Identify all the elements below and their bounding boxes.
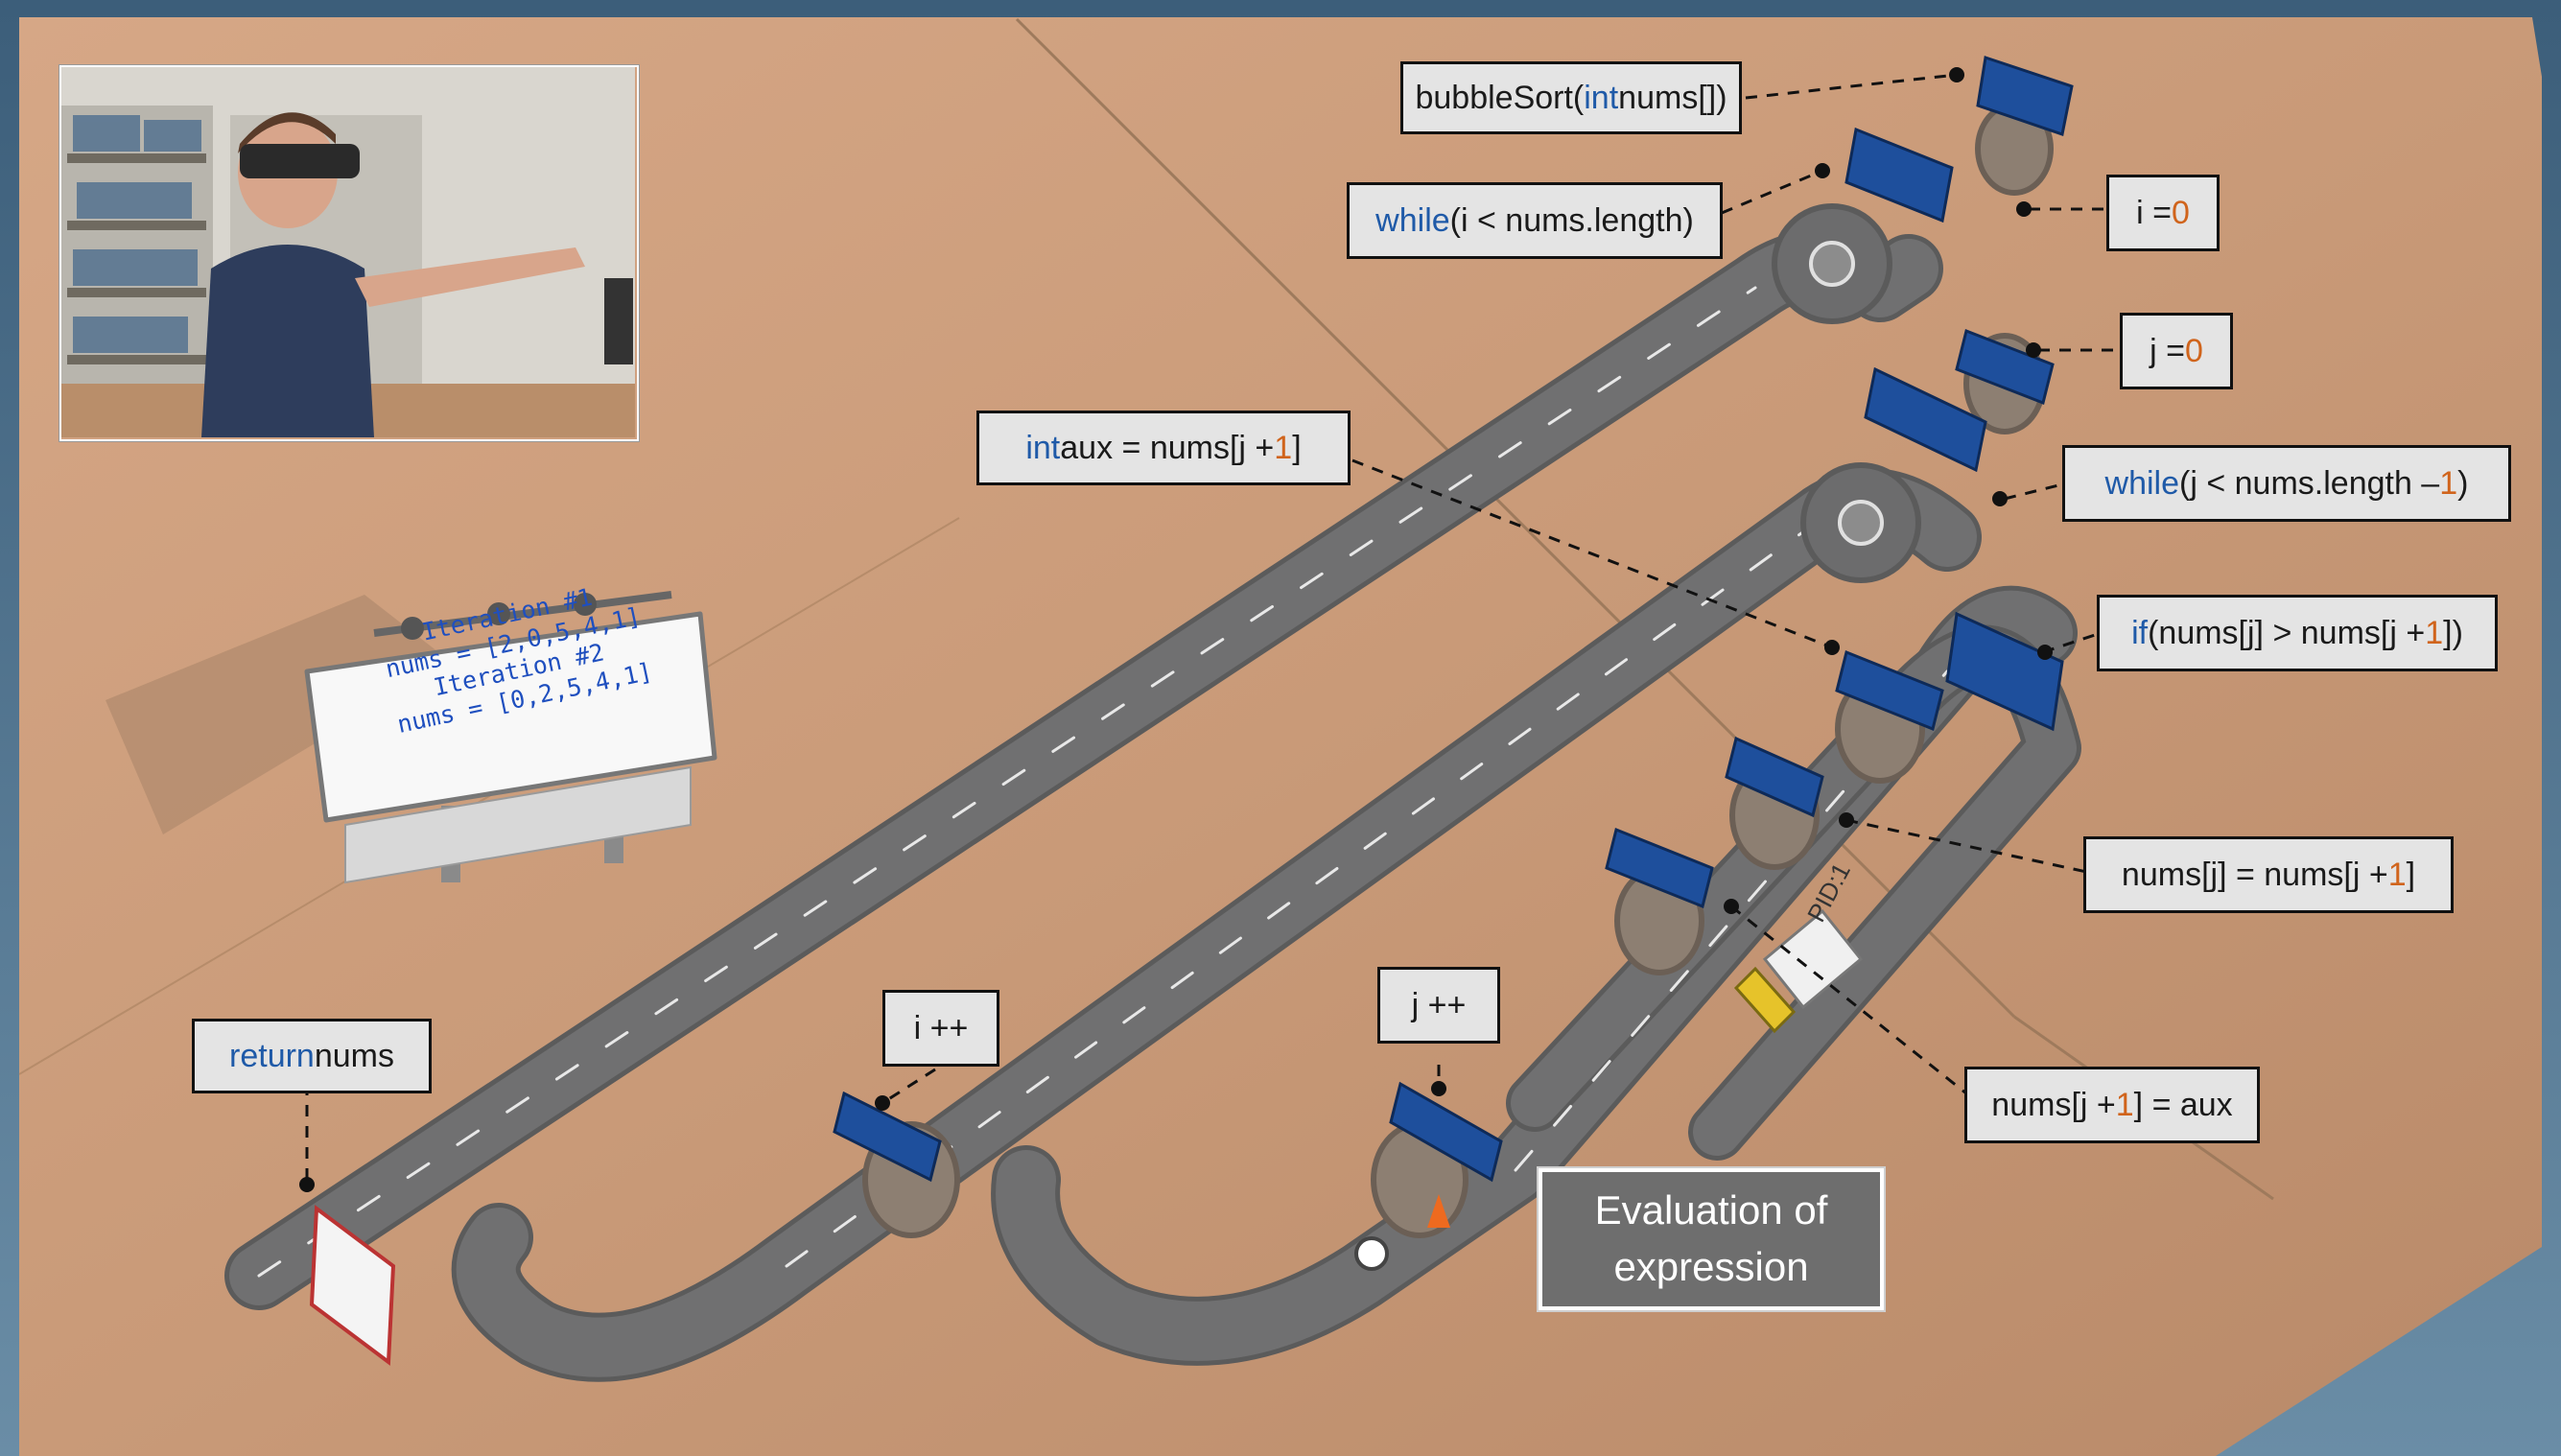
road-sign [1976,56,2074,136]
lane-marking [257,286,1757,1278]
road-sign [1835,649,1944,732]
road-sign [1864,366,1987,473]
assign-nums-j-label: nums[j] = nums[j + 1] [2083,836,2454,913]
exit-sign [309,1205,396,1366]
roundabouts [1772,203,1921,583]
billboard-panel [304,611,717,823]
road-sign [1955,328,2055,406]
cone [1354,1194,1450,1271]
table-seam [1015,17,2016,1019]
road-signs [833,56,2074,1183]
truck-icon [1733,908,1864,1034]
road-sign [833,1091,942,1183]
inset-photo-frame [59,65,639,441]
evaluation-of-expression-box: Evaluation of expression [1539,1168,1884,1310]
leader-lines [305,73,2129,1185]
road-sign [1605,827,1714,909]
billboard [106,591,717,884]
billboard-shadow [106,595,451,834]
road-sign [1844,127,1954,223]
billboard-base [344,765,692,884]
inset-photo [59,65,635,437]
evaluation-line-2: expression [1613,1244,1809,1289]
bubble-sort-label: bubbleSort(int nums[]) [1400,61,1742,134]
return-label: return nums [192,1019,432,1093]
road-sign [1389,1081,1503,1183]
int-aux-label: int aux = nums[j + 1] [976,411,1351,485]
headset [240,144,360,178]
road-sign [1725,736,1824,818]
while-i-label: while (i < nums.length) [1347,182,1723,259]
monitor [604,278,633,364]
while-j-label: while (j < nums.length – 1) [2062,445,2511,522]
i-init-label: i = 0 [2106,175,2220,251]
assign-nums-j1-label: nums[j + 1] = aux [1964,1067,2260,1143]
person [201,112,585,437]
evaluation-line-1: Evaluation of [1594,1187,1828,1233]
i-increment-label: i ++ [882,990,999,1067]
leader-dots [299,67,2053,1192]
if-condition-label: if (nums[j] > nums[j + 1]) [2097,595,2498,671]
table-top [19,17,2542,1456]
marker-disc [1354,1236,1389,1271]
j-init-label: j = 0 [2120,313,2233,389]
j-increment-label: j ++ [1377,967,1500,1044]
road-sign [1945,611,2064,732]
